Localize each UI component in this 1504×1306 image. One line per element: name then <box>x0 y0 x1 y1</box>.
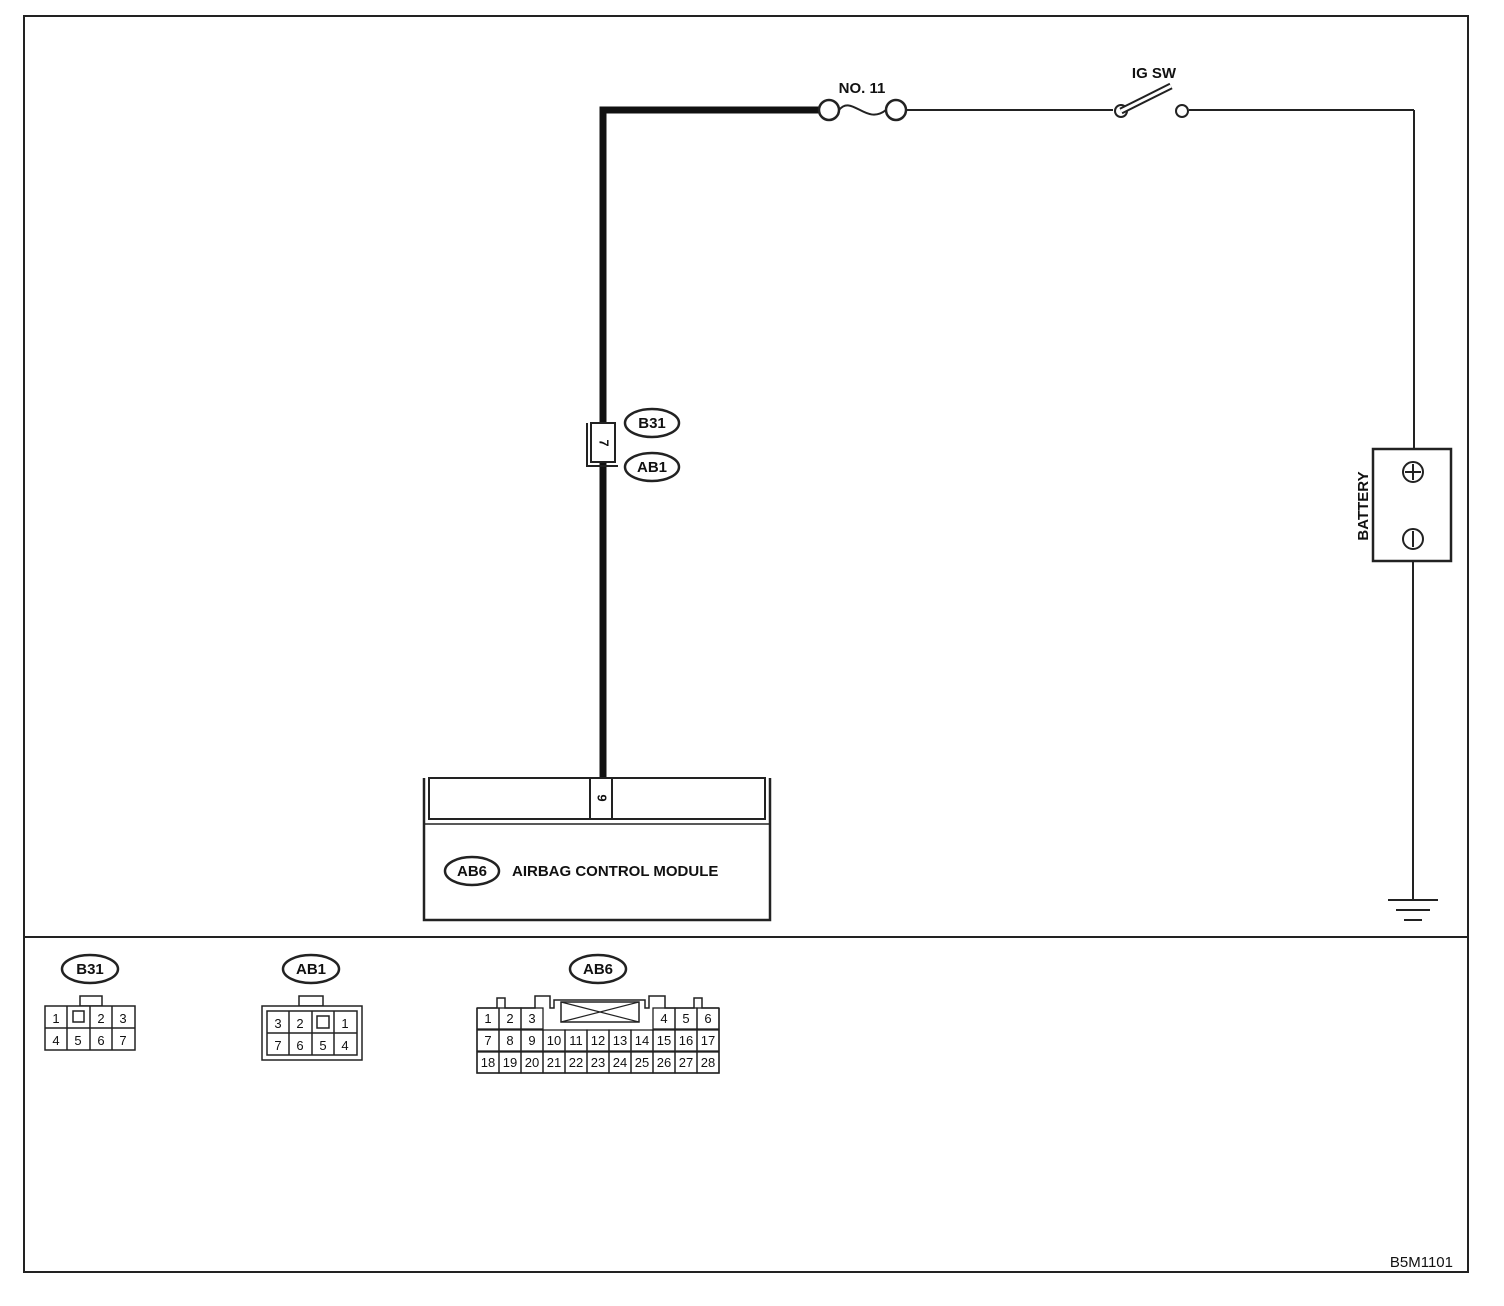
ab1-pin: 4 <box>341 1038 348 1053</box>
b31-tag: B31 <box>638 415 666 432</box>
b31-face-tag: B31 <box>76 961 104 978</box>
ab6-pin: 17 <box>701 1033 715 1048</box>
joint-connector-b31-ab1: 7 B31 AB1 <box>586 407 681 483</box>
battery-label: BATTERY <box>1355 471 1372 540</box>
module-pin-number: 9 <box>595 794 610 801</box>
ab6-pin: 18 <box>481 1055 495 1070</box>
b31-pin: 2 <box>97 1011 104 1026</box>
airbag-control-module: 9 AB6 AIRBAG CONTROL MODULE <box>422 777 772 922</box>
ab6-pin: 7 <box>484 1033 491 1048</box>
ab6-pin: 22 <box>569 1055 583 1070</box>
b31-pin: 6 <box>97 1033 104 1048</box>
ab6-pin-cell <box>696 1007 720 1030</box>
ab6-pin: 25 <box>635 1055 649 1070</box>
diagram-frame <box>23 15 1469 1273</box>
fuse-label: NO. 11 <box>839 80 886 97</box>
ab6-pin: 20 <box>525 1055 539 1070</box>
fuse-no11: NO. 11 <box>817 80 908 122</box>
connector-face-b31: B31 1 2 3 4 5 6 7 <box>44 953 136 1051</box>
ab1-pin: 1 <box>341 1016 348 1031</box>
connector-face-ab1: AB1 3 2 1 7 6 5 4 <box>261 953 363 1061</box>
ignition-switch: IG SW <box>1114 65 1189 118</box>
ab1-pin: 6 <box>296 1038 303 1053</box>
ab1-tag-oval <box>623 451 681 483</box>
ab1-face-tag: AB1 <box>296 961 326 978</box>
ab6-pin: 16 <box>679 1033 693 1048</box>
b31-pin: 1 <box>52 1011 59 1026</box>
ab6-pin: 21 <box>547 1055 561 1070</box>
switch-label: IG SW <box>1132 65 1177 82</box>
b31-tag-oval <box>623 407 681 439</box>
ab6-pin: 10 <box>547 1033 561 1048</box>
ab6-pin: 14 <box>635 1033 649 1048</box>
ab6-face-tag: AB6 <box>583 961 613 978</box>
ab1-pin: 3 <box>274 1016 281 1031</box>
ab6-pin: 23 <box>591 1055 605 1070</box>
ab1-pin: 7 <box>274 1038 281 1053</box>
ab6-pin: 28 <box>701 1055 715 1070</box>
figure-code: B5M1101 <box>1390 1254 1453 1271</box>
ab6-pin: 26 <box>657 1055 671 1070</box>
ab6-pin: 19 <box>503 1055 517 1070</box>
ab6-pin: 15 <box>657 1033 671 1048</box>
ab6-pin: 13 <box>613 1033 627 1048</box>
ab6-tag-oval <box>443 855 501 887</box>
ab6-tag: AB6 <box>457 863 487 880</box>
ab1-pin: 5 <box>319 1038 326 1053</box>
ground-symbol <box>1388 899 1438 921</box>
ab6-pin: 12 <box>591 1033 605 1048</box>
circuit-wires <box>599 106 1415 900</box>
ab6-pin-cell <box>696 1051 720 1074</box>
ab1-tag: AB1 <box>637 459 667 476</box>
ab6-pin: 4 <box>660 1011 667 1026</box>
ab6-pin: 6 <box>704 1011 711 1026</box>
ab6-pin: 11 <box>569 1033 583 1048</box>
ab6-pin: 24 <box>613 1055 627 1070</box>
ab6-pin: 8 <box>506 1033 513 1048</box>
ab6-pin: 2 <box>506 1011 513 1026</box>
ab6-pin: 5 <box>682 1011 689 1026</box>
b31-pin: 3 <box>119 1011 126 1026</box>
joint-pin-number: 7 <box>597 439 612 446</box>
battery: BATTERY <box>1355 447 1453 563</box>
ab6-pin-cell <box>696 1029 720 1052</box>
ab6-pin: 1 <box>484 1011 491 1026</box>
ab1-pin: 2 <box>296 1016 303 1031</box>
ab6-pin: 9 <box>528 1033 535 1048</box>
b31-pin: 7 <box>119 1033 126 1048</box>
module-name: AIRBAG CONTROL MODULE <box>512 863 718 880</box>
b31-pin: 4 <box>52 1033 59 1048</box>
b31-pin: 5 <box>74 1033 81 1048</box>
ab6-pin-cell <box>520 1007 544 1030</box>
ab6-pin: 3 <box>528 1011 535 1026</box>
ab6-pin: 27 <box>679 1055 693 1070</box>
